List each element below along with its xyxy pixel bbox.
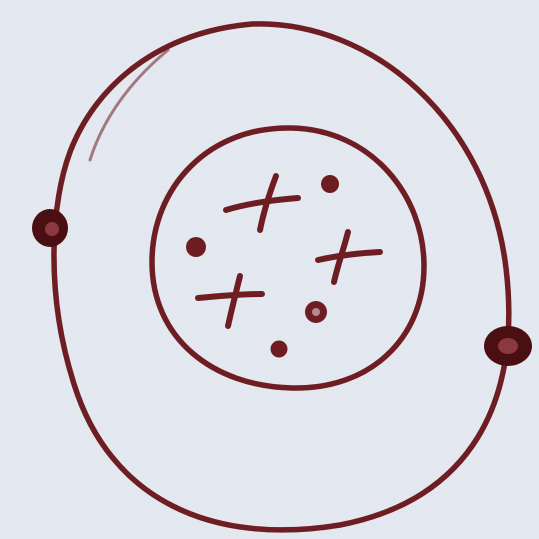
neutron-1 bbox=[321, 175, 339, 193]
neutron-4 bbox=[271, 341, 288, 358]
neutron-2 bbox=[186, 237, 206, 257]
electron-right bbox=[484, 326, 532, 366]
electron-left bbox=[32, 209, 68, 247]
neutron-3-highlight bbox=[312, 308, 320, 316]
